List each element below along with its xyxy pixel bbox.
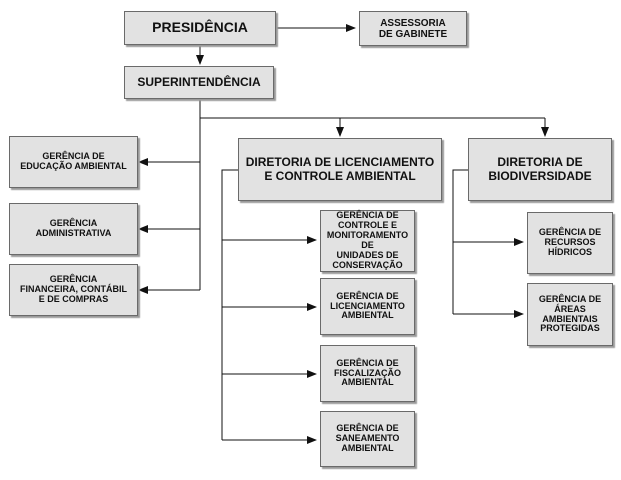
connector-licenciamento-trunk <box>221 169 238 440</box>
gerencia-financeira-box: GERÊNCIA FINANCEIRA, CONTÁBIL E DE COMPR… <box>9 264 138 316</box>
gerencia-controle-box: GERÊNCIA DE CONTROLE E MONITORAMENTO DE … <box>320 210 415 272</box>
connector-biodiversidade-trunk <box>452 169 468 314</box>
gerencia-administrativa-box: GERÊNCIA ADMINISTRATIVA <box>9 203 138 255</box>
assessoria-box: ASSESSORIA DE GABINETE <box>359 11 467 46</box>
gerencia-educacao-box: GERÊNCIA DE EDUCAÇÃO AMBIENTAL <box>9 136 138 188</box>
presidencia-box: PRESIDÊNCIA <box>124 11 276 45</box>
gerencia-fiscalizacao-box: GERÊNCIA DE FISCALIZAÇÃO AMBIENTAL <box>320 345 415 402</box>
gerencia-areas-box: GERÊNCIA DE ÁREAS AMBIENTAIS PROTEGIDAS <box>527 283 613 346</box>
gerencia-licenciamento-box: GERÊNCIA DE LICENCIAMENTO AMBIENTAL <box>320 278 415 335</box>
diretoria-biodiversidade-box: DIRETORIA DE BIODIVERSIDADE <box>468 138 612 201</box>
superintendencia-box: SUPERINTENDÊNCIA <box>124 66 274 99</box>
gerencia-recursos-box: GERÊNCIA DE RECURSOS HÍDRICOS <box>527 212 613 274</box>
diretoria-licenciamento-box: DIRETORIA DE LICENCIAMENTO E CONTROLE AM… <box>238 138 442 201</box>
gerencia-saneamento-box: GERÊNCIA DE SANEAMENTO AMBIENTAL <box>320 411 415 467</box>
